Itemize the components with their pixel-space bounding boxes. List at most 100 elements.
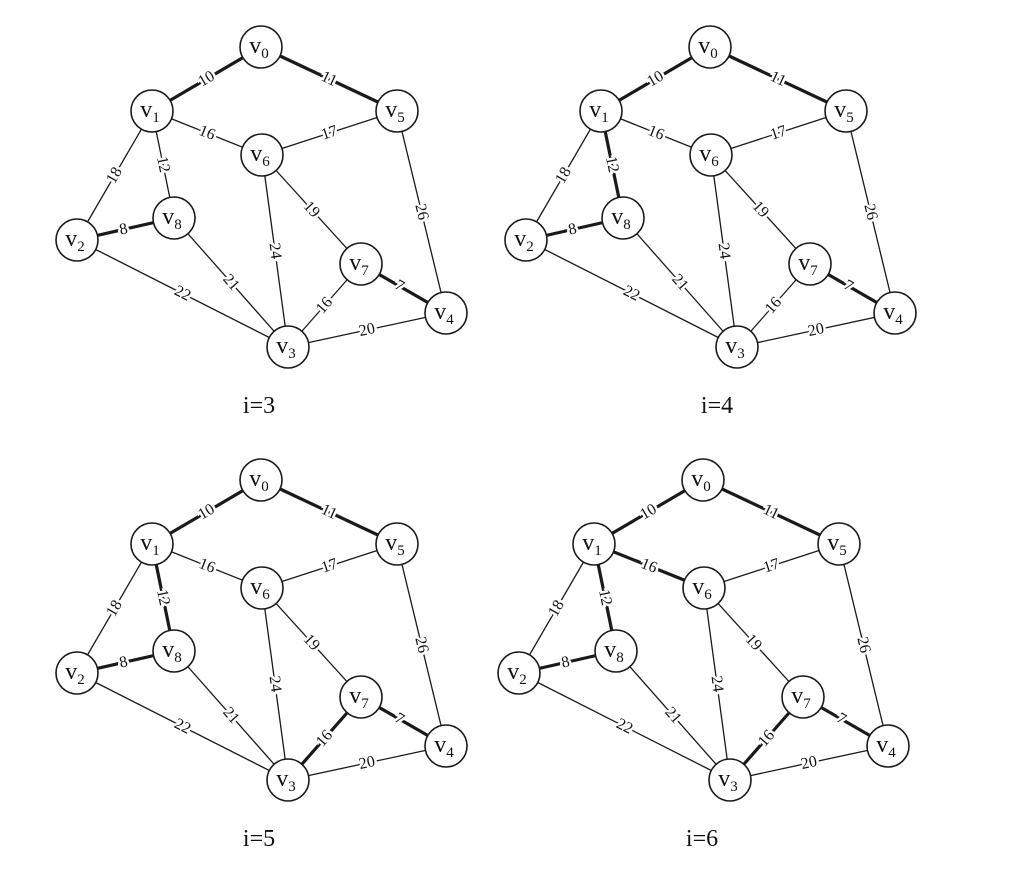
- node-v0: v0: [681, 458, 725, 502]
- edge-weight-v6-v3: 24: [266, 242, 285, 260]
- edge-weight-v1-v8: 12: [602, 155, 622, 174]
- node-label-v8: v8: [162, 204, 182, 233]
- node-circle-v4: [424, 724, 468, 768]
- node-v7: v7: [339, 675, 383, 719]
- node-v2: v2: [55, 218, 99, 262]
- node-v7: v7: [788, 242, 832, 286]
- node-circle-v8: [594, 629, 638, 673]
- node-circle-v1: [579, 89, 623, 133]
- edge-weight-v0-v1: 10: [644, 68, 666, 91]
- edge-weight-v2-v8: 8: [567, 220, 579, 238]
- node-label-v6: v6: [699, 141, 719, 170]
- edge-v5-v4: [396, 543, 447, 747]
- edge-weight-v0-v1: 10: [195, 501, 217, 524]
- node-v0: v0: [239, 458, 283, 502]
- node-circle-v1: [572, 522, 616, 566]
- edge-v8-v3: [173, 217, 289, 348]
- edge-weight-v0-v5: 11: [318, 68, 339, 90]
- edge-weight-v1-v2: 18: [545, 597, 568, 619]
- node-v8: v8: [601, 196, 645, 240]
- node-circle-v6: [682, 566, 726, 610]
- edge-weight-v3-v7: 16: [313, 294, 336, 317]
- edge-weight-v3-v4: 20: [357, 320, 376, 340]
- node-v0: v0: [239, 25, 283, 69]
- edge-weight-v8-v3: 21: [661, 704, 684, 727]
- node-label-v8: v8: [611, 204, 631, 233]
- edge-v0-v5-selected: [260, 45, 398, 113]
- node-label-v1: v1: [140, 97, 160, 126]
- node-v0: v0: [688, 25, 732, 69]
- edge-weight-v4-v7: 7: [841, 277, 856, 296]
- node-circle-v4: [424, 291, 468, 335]
- panel-label-i3: i=3: [242, 393, 276, 419]
- edge-v5-v6: [703, 543, 840, 589]
- edge-weight-v2-v3: 22: [172, 282, 194, 304]
- node-circle-v2: [55, 218, 99, 262]
- edge-weight-v4-v7: 7: [392, 277, 407, 296]
- node-circle-v7: [339, 675, 383, 719]
- edge-v6-v3: [261, 587, 289, 781]
- node-circle-v0: [239, 25, 283, 69]
- node-label-v4: v4: [434, 299, 454, 328]
- node-label-v0: v0: [249, 466, 269, 495]
- node-label-v1: v1: [140, 530, 160, 559]
- edge-weight-v8-v3: 21: [668, 271, 691, 294]
- node-v3: v3: [266, 758, 310, 802]
- edge-weight-v5-v6: 17: [319, 122, 339, 143]
- edge-weight-v2-v8: 8: [118, 653, 130, 671]
- edge-weight-v0-v5: 11: [767, 68, 788, 90]
- edge-weight-v1-v8: 12: [153, 588, 173, 607]
- node-circle-v4: [866, 724, 910, 768]
- node-label-v4: v4: [876, 732, 896, 761]
- node-v5: v5: [375, 89, 419, 133]
- edge-v6-v7: [261, 587, 362, 698]
- node-v8: v8: [594, 629, 638, 673]
- node-label-v0: v0: [691, 466, 711, 495]
- node-label-v0: v0: [698, 33, 718, 62]
- edge-weight-v1-v8: 12: [153, 155, 173, 174]
- edge-weight-v5-v4: 26: [411, 202, 431, 222]
- edge-weight-v5-v6: 17: [319, 555, 339, 576]
- node-v5: v5: [824, 89, 868, 133]
- node-v3: v3: [708, 758, 752, 802]
- edge-weight-v8-v3: 21: [219, 704, 242, 727]
- node-v8: v8: [152, 196, 196, 240]
- node-label-v7: v7: [791, 683, 811, 712]
- node-v8: v8: [152, 629, 196, 673]
- node-v5: v5: [817, 522, 861, 566]
- edge-v6-v3: [710, 154, 738, 348]
- node-circle-v8: [152, 629, 196, 673]
- edge-weight-v1-v6: 16: [196, 122, 217, 144]
- node-label-v5: v5: [827, 530, 847, 559]
- edge-v8-v3: [615, 650, 731, 781]
- node-circle-v7: [788, 242, 832, 286]
- node-circle-v3: [266, 325, 310, 369]
- node-label-v7: v7: [349, 250, 369, 279]
- node-label-v6: v6: [250, 574, 270, 603]
- node-label-v7: v7: [349, 683, 369, 712]
- node-label-v2: v2: [65, 659, 85, 688]
- edge-weight-v6-v3: 24: [708, 675, 727, 693]
- node-label-v6: v6: [692, 574, 712, 603]
- node-v1: v1: [130, 522, 174, 566]
- edge-weight-v1-v2: 18: [103, 164, 126, 186]
- panel-label-i5: i=5: [242, 826, 276, 852]
- edge-v3-v4: [287, 312, 447, 348]
- node-v2: v2: [55, 651, 99, 695]
- edge-weight-v1-v6: 16: [638, 555, 659, 577]
- edge-weight-v2-v3: 22: [614, 715, 636, 737]
- edge-v2-v3: [518, 672, 731, 781]
- node-circle-v5: [375, 522, 419, 566]
- node-v6: v6: [682, 566, 726, 610]
- node-v4: v4: [424, 724, 468, 768]
- node-label-v8: v8: [604, 637, 624, 666]
- edge-v3-v4: [287, 745, 447, 781]
- node-v4: v4: [424, 291, 468, 335]
- edge-v1-v2: [518, 543, 595, 674]
